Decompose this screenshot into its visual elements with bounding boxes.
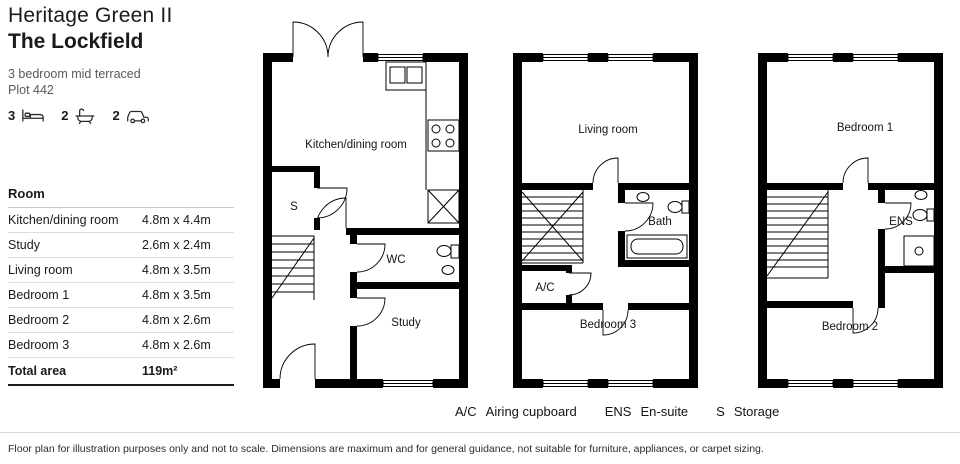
table-row: Kitchen/dining room 4.8m x 4.4m: [8, 208, 234, 233]
living-room-label: Living room: [578, 124, 637, 136]
bedroom2-label: Bedroom 2: [822, 321, 878, 333]
legend-label: Airing cupboard: [485, 404, 577, 419]
room-name: Bedroom 3: [8, 338, 70, 352]
front-door-arc: [279, 343, 316, 380]
french-door-arcs: [292, 21, 364, 58]
room-size: 4.8m x 2.6m: [142, 313, 211, 327]
room-size: 4.8m x 3.5m: [142, 288, 211, 302]
footer-divider: [0, 432, 960, 433]
interior-door-arcs: [315, 197, 386, 327]
interior-walls: [513, 183, 689, 310]
ground-floor-plan: Kitchen/dining room S WC Study: [263, 21, 468, 388]
interior-door-arcs: [568, 157, 654, 336]
exterior-walls: [513, 53, 698, 388]
first-floor-plan: Living room Bath A/C Bedroom 3: [513, 53, 698, 388]
stairs: [271, 235, 315, 300]
room-name: Bedroom 1: [8, 288, 70, 302]
table-row: Bedroom 1 4.8m x 3.5m: [8, 283, 234, 308]
interior-walls: [346, 228, 468, 379]
room-name: Living room: [8, 263, 73, 277]
room-size: 4.8m x 2.6m: [142, 338, 211, 352]
legend-key: A/C: [455, 404, 477, 419]
total-area-value: 119m²: [142, 364, 178, 378]
wc-label: WC: [386, 254, 405, 266]
legend-label: Storage: [733, 404, 780, 419]
legend-item: ENS En-suite: [605, 404, 688, 419]
bed-count: 3: [8, 108, 16, 123]
disclaimer-text: Floor plan for illustration purposes onl…: [8, 443, 764, 455]
room-name: Study: [8, 238, 40, 252]
stairs: [521, 190, 584, 264]
storage-label: S: [290, 201, 298, 213]
basin-icon: [441, 265, 455, 275]
toilet-icon: [667, 200, 690, 214]
room-size: 4.8m x 3.5m: [142, 263, 211, 277]
room-name: Bedroom 2: [8, 313, 70, 327]
car-count: 2: [112, 108, 120, 123]
interior-door-arcs: [842, 157, 912, 334]
room-dimensions-table: Room Kitchen/dining room 4.8m x 4.4m Stu…: [8, 180, 234, 386]
room-size: 2.6m x 2.4m: [142, 238, 211, 252]
bedroom1-label: Bedroom 1: [837, 122, 893, 134]
shower-icon: [903, 235, 935, 267]
basin-icon: [914, 190, 928, 200]
table-row: Living room 4.8m x 3.5m: [8, 258, 234, 283]
room-name: Kitchen/dining room: [8, 213, 119, 227]
toilet-icon: [436, 244, 460, 259]
total-area-label: Total area: [8, 364, 67, 378]
interior-walls: [758, 183, 934, 308]
plot-number: Plot 442: [8, 83, 54, 97]
car-icon: [126, 107, 150, 124]
toilet-icon: [912, 208, 935, 222]
total-area-row: Total area 119m²: [8, 358, 234, 386]
window-icon: [377, 54, 434, 387]
window-icon: [787, 54, 899, 387]
table-row: Study 2.6m x 2.4m: [8, 233, 234, 258]
exterior-walls: [758, 53, 943, 388]
legend-label: En-suite: [640, 404, 689, 419]
legend-key: ENS: [604, 404, 632, 419]
bathtub-icon: [626, 234, 688, 259]
room-size: 4.8m x 4.4m: [142, 213, 211, 227]
legend-key: S: [716, 404, 725, 419]
study-label: Study: [391, 317, 421, 329]
hob-icon: [427, 119, 460, 152]
basin-icon: [636, 192, 650, 202]
development-name: Heritage Green II: [8, 4, 173, 27]
stairs: [766, 190, 829, 279]
ensuite-label: ENS: [889, 216, 913, 228]
table-row: Bedroom 3 4.8m x 2.6m: [8, 333, 234, 358]
kitchen-label: Kitchen/dining room: [305, 139, 407, 151]
bath-label: Bath: [648, 216, 672, 228]
bath-icon: [74, 107, 96, 124]
legend-item: A/C Airing cupboard: [455, 404, 577, 419]
storage-cupboard: [272, 166, 348, 230]
second-floor-plan: Bedroom 1 ENS Bedroom 2: [758, 53, 943, 388]
plan-legend: A/C Airing cupboard ENS En-suite S Stora…: [455, 404, 779, 419]
property-stats: 3 2 2: [8, 107, 166, 124]
appliance-space-icon: [427, 189, 460, 224]
exterior-walls: [263, 53, 468, 388]
kitchen-sink-icon: [385, 61, 427, 190]
table-header: Room: [8, 180, 234, 208]
house-type: 3 bedroom mid terraced: [8, 67, 141, 81]
house-name: The Lockfield: [8, 30, 144, 53]
table-row: Bedroom 2 4.8m x 2.6m: [8, 308, 234, 333]
airing-cupboard-label: A/C: [535, 282, 554, 294]
bedroom3-label: Bedroom 3: [580, 319, 636, 331]
bath-count: 2: [61, 108, 69, 123]
legend-item: S Storage: [716, 404, 779, 419]
bed-icon: [21, 107, 45, 124]
window-icon: [542, 54, 654, 387]
